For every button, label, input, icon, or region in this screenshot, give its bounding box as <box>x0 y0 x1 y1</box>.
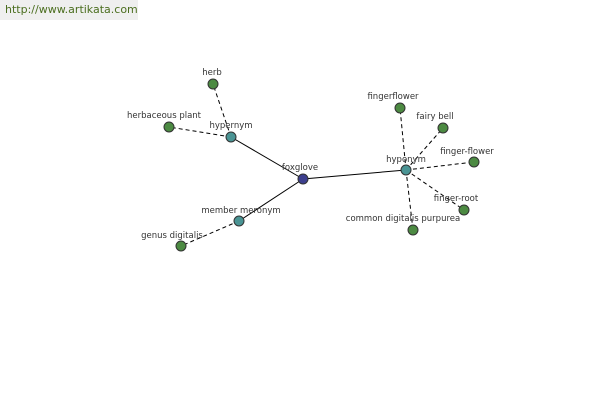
node-foxglove[interactable]: foxglove <box>282 163 318 185</box>
edge-hyponym-common-digitalis-purpurea <box>405 169 414 231</box>
edges-layer <box>168 83 475 247</box>
node-herbaceous-plant[interactable]: herbaceous plant <box>127 111 202 133</box>
node-finger-root[interactable]: finger-root <box>434 194 479 216</box>
node-label-finger-flower: finger-flower <box>440 147 494 157</box>
node-circle-common-digitalis-purpurea[interactable] <box>407 224 419 236</box>
node-fairy-bell[interactable]: fairy bell <box>416 112 454 134</box>
node-label-member-meronym: member meronym <box>201 206 280 216</box>
node-genus-digitalis[interactable]: genus digitalis <box>141 231 203 252</box>
edge-hyponym-finger-flower <box>405 161 475 171</box>
edge-member-meronym-genus-digitalis <box>180 220 240 247</box>
node-label-hyponym: hyponym <box>386 155 426 165</box>
node-fingerflower[interactable]: fingerflower <box>367 92 419 114</box>
node-circle-fingerflower[interactable] <box>394 102 406 114</box>
edge-hyponym-fingerflower <box>399 107 407 171</box>
node-circle-finger-root[interactable] <box>458 204 470 216</box>
source-url[interactable]: http://www.artikata.com <box>0 0 138 20</box>
node-circle-herb[interactable] <box>207 78 219 90</box>
node-label-herb: herb <box>202 68 222 78</box>
node-circle-member-meronym[interactable] <box>233 215 245 227</box>
edge-foxglove-hyponym <box>302 169 407 180</box>
edge-hypernym-herb <box>212 83 232 138</box>
nodes-layer: foxglove hypernym member meronym hyponym her… <box>127 68 494 252</box>
node-circle-fairy-bell[interactable] <box>437 122 449 134</box>
edge-foxglove-member-meronym <box>238 178 304 222</box>
node-finger-flower[interactable]: finger-flower <box>440 147 494 168</box>
node-label-fingerflower: fingerflower <box>367 92 419 102</box>
edge-foxglove-hypernym <box>230 136 304 180</box>
node-label-finger-root: finger-root <box>434 194 479 204</box>
node-herb[interactable]: herb <box>202 68 222 90</box>
edge-hyponym-fairy-bell <box>405 127 444 171</box>
node-label-hypernym: hypernym <box>209 121 252 131</box>
node-label-common-digitalis-purpurea: common digitalis purpurea <box>346 214 460 224</box>
edge-hypernym-herbaceous-plant <box>168 126 232 138</box>
node-common-digitalis-purpurea[interactable]: common digitalis purpurea <box>346 214 460 236</box>
node-circle-finger-flower[interactable] <box>468 156 480 168</box>
node-circle-genus-digitalis[interactable] <box>175 240 187 252</box>
node-label-genus-digitalis: genus digitalis <box>141 231 203 241</box>
node-circle-foxglove[interactable] <box>297 173 309 185</box>
edge-hyponym-finger-root <box>405 169 465 211</box>
node-member-meronym[interactable]: member meronym <box>201 206 281 227</box>
node-label-fairy-bell: fairy bell <box>416 112 453 122</box>
node-label-foxglove: foxglove <box>282 163 318 173</box>
node-circle-herbaceous-plant[interactable] <box>163 121 175 133</box>
node-hypernym[interactable]: hypernym <box>209 121 253 143</box>
node-hyponym[interactable]: hyponym <box>386 155 426 176</box>
node-circle-hyponym[interactable] <box>400 164 412 176</box>
node-circle-hypernym[interactable] <box>225 131 237 143</box>
node-label-herbaceous-plant: herbaceous plant <box>127 111 202 121</box>
